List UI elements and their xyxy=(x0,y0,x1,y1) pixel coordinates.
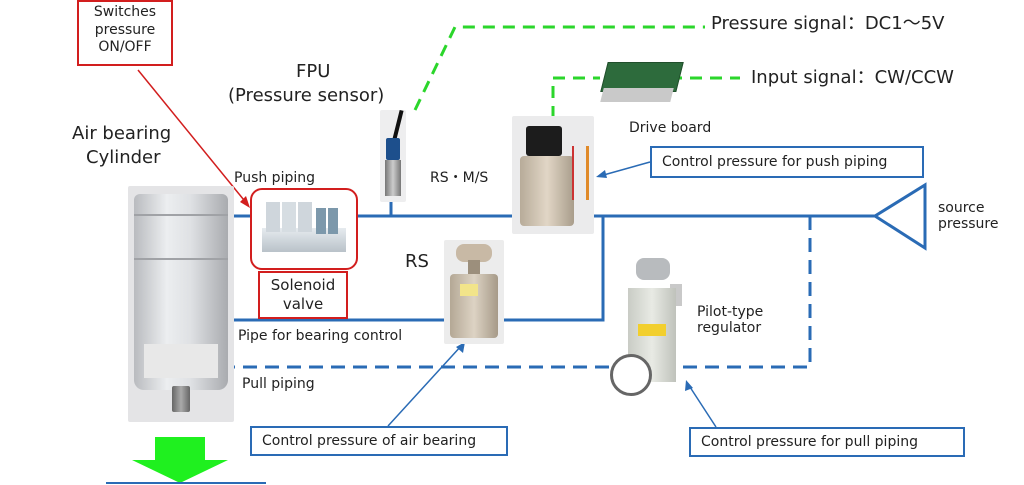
push-control-callout: Control pressure for push piping xyxy=(650,146,924,178)
air-bearing-label: Air bearing xyxy=(72,123,172,144)
stepper-motor xyxy=(526,126,562,156)
pull-piping-label: Pull piping xyxy=(242,376,315,392)
sensor-body-blue xyxy=(386,138,400,160)
source-pressure-label: source pressure xyxy=(938,200,998,232)
switches-arrow xyxy=(137,69,249,206)
regulator-body xyxy=(520,156,574,226)
pilot-line-1: Pilot-type xyxy=(697,304,764,320)
pressure-signal-label: Pressure signal：DC1～5V xyxy=(711,13,945,34)
cylinder-rod xyxy=(172,386,190,412)
drive-board-photo xyxy=(598,62,684,106)
pull-callout-arrowhead xyxy=(685,380,693,391)
valve-block xyxy=(266,202,280,232)
source-pressure-symbol xyxy=(872,182,927,251)
drive-board-label: Drive board xyxy=(629,120,712,136)
valve-block xyxy=(328,208,338,234)
source-line-2: pressure xyxy=(938,216,999,233)
pull-callout-arrow xyxy=(687,383,717,428)
cylinder-ring xyxy=(134,214,228,216)
fpu-sensor-photo xyxy=(380,109,406,202)
switches-pressure-box: Switches pressure ON/OFF xyxy=(77,0,173,66)
cylinder-label: Cylinder xyxy=(86,147,161,168)
bearing-callout-arrowhead xyxy=(456,342,465,353)
pilot-label xyxy=(638,324,666,336)
air-bearing-cylinder-photo xyxy=(128,186,234,422)
regulator-stem xyxy=(468,260,480,276)
rs-label: RS xyxy=(405,251,429,272)
pcb-base xyxy=(600,88,674,102)
valve-block xyxy=(282,202,296,232)
input-signal-label: Input signal：CW/CCW xyxy=(751,67,954,88)
pull-pipe xyxy=(228,216,812,369)
solenoid-valve-photo xyxy=(260,198,348,256)
switches-line-1: Switches xyxy=(93,4,157,20)
rs-regulator-photo xyxy=(444,240,504,344)
sensor-fitting xyxy=(385,160,401,196)
cylinder-ring xyxy=(134,258,228,260)
solenoid-valve-highlight xyxy=(250,188,358,270)
regulator-knob xyxy=(456,244,492,262)
switches-line-3: ON/OFF xyxy=(98,39,152,55)
fpu-subtitle: (Pressure sensor) xyxy=(228,85,385,106)
pull-control-callout: Control pressure for pull piping xyxy=(689,427,965,457)
bearing-callout-arrow xyxy=(387,344,463,427)
pipe-bearing-control-label: Pipe for bearing control xyxy=(238,328,403,344)
air-bearing-control-callout: Control pressure of air bearing xyxy=(250,426,508,456)
green-down-arrow xyxy=(132,437,228,483)
bearing-control-pipe xyxy=(228,216,605,322)
cylinder-band xyxy=(144,344,218,378)
pilot-regulator-label: Pilot-type regulator xyxy=(697,304,763,336)
switches-arrowhead xyxy=(240,196,250,208)
source-line-1: source xyxy=(938,200,985,216)
pilot-knob xyxy=(636,258,670,280)
rs-ms-photo xyxy=(512,116,594,234)
pilot-regulator-photo xyxy=(610,254,694,404)
sensor-cable xyxy=(392,109,404,141)
regulator-label xyxy=(460,284,478,296)
pilot-line-2: regulator xyxy=(697,320,762,337)
pressure-signal-line xyxy=(413,25,705,111)
solenoid-line-2: valve xyxy=(282,294,324,313)
fpu-title: FPU xyxy=(296,61,331,82)
switches-line-2: pressure xyxy=(94,21,156,38)
rs-ms-label: RS・M/S xyxy=(430,170,489,186)
wire-bundle xyxy=(572,146,589,200)
push-callout-arrowhead xyxy=(596,170,607,178)
valve-block xyxy=(316,208,326,234)
push-piping-label: Push piping xyxy=(234,170,315,186)
pressure-gauge xyxy=(610,354,652,396)
push-callout-arrow xyxy=(599,161,651,177)
valve-block xyxy=(298,202,312,232)
input-signal-line xyxy=(551,76,600,118)
solenoid-valve-label-box: Solenoid valve xyxy=(258,271,348,319)
solenoid-line-1: Solenoid xyxy=(270,276,336,294)
